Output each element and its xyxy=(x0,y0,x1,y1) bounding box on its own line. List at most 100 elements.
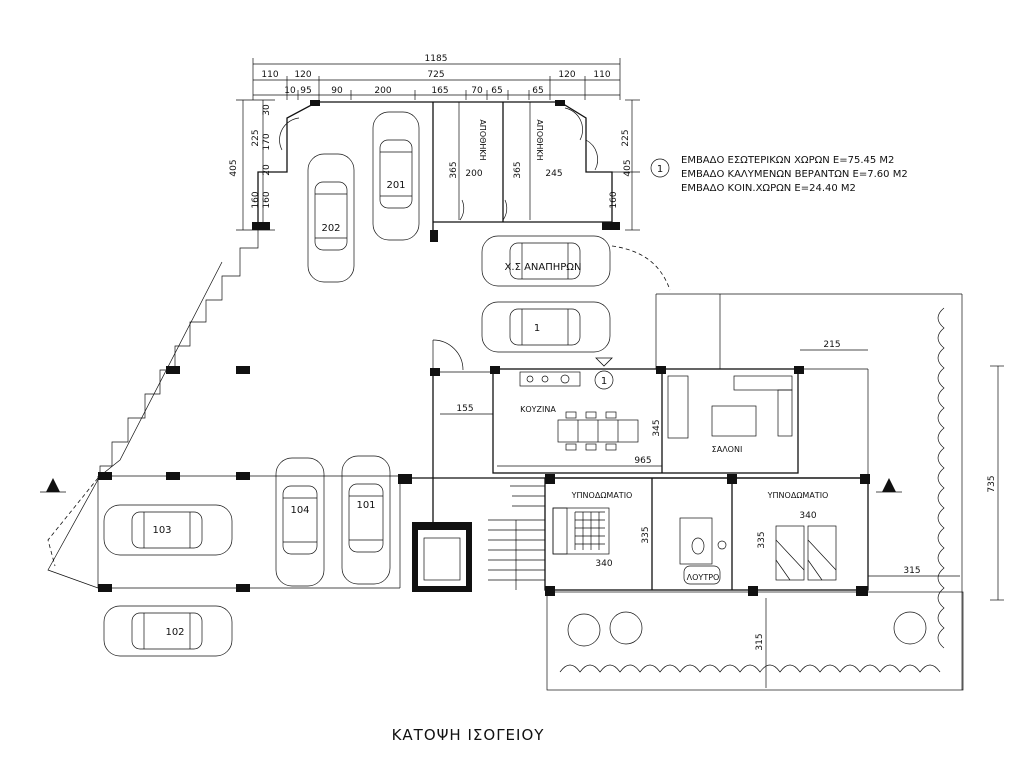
stairs xyxy=(488,485,546,590)
column xyxy=(166,366,180,374)
dim-405-right: 405 xyxy=(623,159,633,176)
dim-160-left-b: 160 xyxy=(262,191,272,208)
dim-160-right: 160 xyxy=(609,191,619,208)
column xyxy=(98,584,112,592)
bedroom2-label: ΥΠΝΟΔΩΜΑΤΙΟ xyxy=(767,491,829,500)
column xyxy=(860,474,870,484)
legend-marker: 1 xyxy=(657,164,663,175)
car-101-label: 101 xyxy=(356,500,375,511)
dim-30: 30 xyxy=(262,104,272,116)
section-marker-left: A xyxy=(40,478,66,493)
dim-110-left: 110 xyxy=(261,70,278,80)
dim-170: 170 xyxy=(262,133,272,150)
column xyxy=(398,474,412,484)
dim-215: 215 xyxy=(823,340,840,350)
dim-70: 70 xyxy=(471,86,483,96)
car-102: 102 xyxy=(103,605,233,657)
column xyxy=(430,368,440,376)
legend-line-3: ΕΜΒΑΔΟ ΚΟΙΝ.ΧΩΡΩΝ Ε=24.40 Μ2 xyxy=(681,183,856,194)
dim-335-a: 335 xyxy=(641,526,651,543)
dim-120-left: 120 xyxy=(294,70,311,80)
column xyxy=(310,100,320,106)
column xyxy=(236,366,250,374)
apartment-walls xyxy=(412,293,962,592)
kitchen-label: ΚΟΥΖΙΝΑ xyxy=(520,405,556,414)
column xyxy=(856,586,868,596)
dim-155: 155 xyxy=(456,404,473,414)
car-104-label: 104 xyxy=(290,505,309,516)
side-dimension-lines xyxy=(236,99,640,231)
car-102-label: 102 xyxy=(165,627,184,638)
car-1: 1 xyxy=(481,301,611,353)
car-101: 101 xyxy=(341,455,391,585)
column xyxy=(602,222,620,230)
column xyxy=(555,100,565,106)
dim-65-b: 65 xyxy=(532,86,543,96)
column xyxy=(252,222,270,230)
dim-65-a: 65 xyxy=(491,86,502,96)
dim-120-right: 120 xyxy=(558,70,575,80)
column xyxy=(545,474,555,484)
car-103: 103 xyxy=(103,504,233,556)
car-202: 202 xyxy=(307,153,355,283)
dim-315-garden: 315 xyxy=(755,633,765,650)
storage-label-2: ΑΠΟΘΗΚΗ xyxy=(535,119,544,160)
car-1-label: 1 xyxy=(534,323,540,334)
section-marker-right: A xyxy=(876,478,902,493)
dim-735: 735 xyxy=(987,475,997,492)
car-202-label: 202 xyxy=(321,223,340,234)
dim-20: 20 xyxy=(262,164,272,176)
living-furniture xyxy=(667,375,793,439)
garden xyxy=(546,294,964,691)
marker-1-circle xyxy=(594,370,614,390)
top-dimension-lines xyxy=(252,58,621,100)
car-201-label: 201 xyxy=(386,180,405,191)
dim-225-left: 225 xyxy=(251,129,261,146)
apartment-dimension-lines xyxy=(440,349,1004,688)
dim-725: 725 xyxy=(427,70,444,80)
car-104: 104 xyxy=(275,457,325,587)
dim-95: 95 xyxy=(300,86,311,96)
column xyxy=(236,584,250,592)
dim-225-right: 225 xyxy=(621,129,631,146)
legend-line-1: ΕΜΒΑΔΟ ΕΣΩΤΕΡΙΚΩΝ ΧΩΡΩΝ Ε=75.45 Μ2 xyxy=(681,155,894,166)
living-label: ΣΑΛΟΝΙ xyxy=(712,445,743,454)
column xyxy=(727,474,737,484)
dim-1185: 1185 xyxy=(425,54,448,64)
dim-10: 10 xyxy=(284,86,296,96)
section-label-right: A xyxy=(886,482,893,493)
bedroom1-label: ΥΠΝΟΔΩΜΑΤΙΟ xyxy=(571,491,633,500)
dim-245: 245 xyxy=(545,169,562,179)
dim-965: 965 xyxy=(634,456,651,466)
car-201: 201 xyxy=(372,111,420,241)
dim-90: 90 xyxy=(331,86,343,96)
page-title: ΚΑΤΟΨΗ ΙΣΟΓΕΙΟΥ xyxy=(392,726,545,744)
column xyxy=(748,586,758,596)
dim-160-left-a: 160 xyxy=(251,191,261,208)
bath-fixtures xyxy=(679,517,727,585)
marker-1: 1 xyxy=(601,376,607,387)
bath-label: ΛΟΥΤΡΟ xyxy=(687,573,720,582)
upper-garage-walls xyxy=(257,101,613,240)
column xyxy=(166,472,180,480)
car-disabled: Χ.Σ ΑΝΑΠΗΡΩΝ xyxy=(481,235,611,287)
dim-365-a: 365 xyxy=(449,161,459,178)
column xyxy=(430,230,438,242)
dim-340-a: 340 xyxy=(595,559,612,569)
column xyxy=(656,366,666,374)
dim-365-b: 365 xyxy=(513,161,523,178)
section-label-left: A xyxy=(50,482,57,493)
kitchen-furniture xyxy=(519,371,639,451)
column xyxy=(545,586,555,596)
car-103-label: 103 xyxy=(152,525,171,536)
column xyxy=(236,472,250,480)
disabled-parking-label: Χ.Σ ΑΝΑΠΗΡΩΝ xyxy=(505,262,582,273)
column xyxy=(794,366,804,374)
bedroom1-furniture xyxy=(552,507,610,555)
dim-200: 200 xyxy=(374,86,391,96)
dim-165: 165 xyxy=(431,86,448,96)
dim-340-b: 340 xyxy=(799,511,816,521)
storage-label-1: ΑΠΟΘΗΚΗ xyxy=(478,119,487,160)
